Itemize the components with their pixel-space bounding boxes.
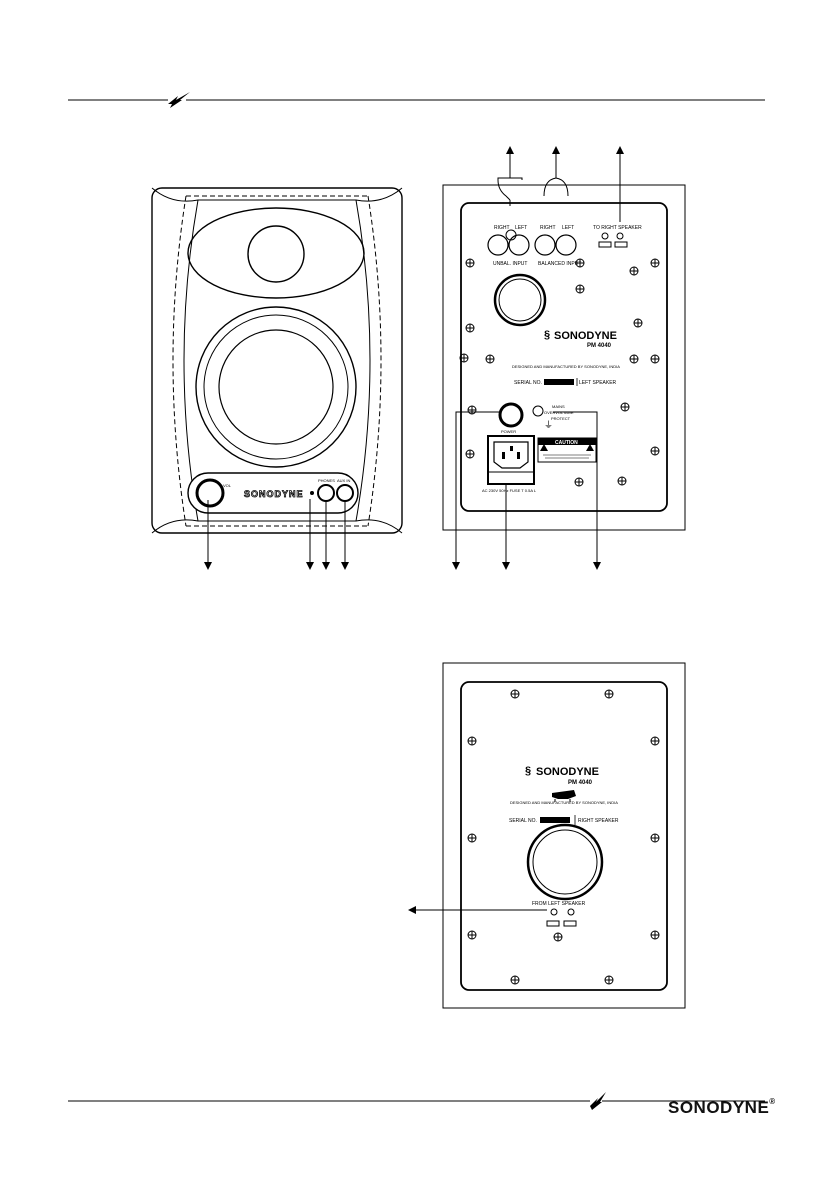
front-callout-arrows: [204, 499, 349, 570]
footer-rule: [68, 1092, 765, 1110]
ac-rating-label: AC 230V 50Hz FUSE T 0.5A L: [482, 488, 537, 493]
left-speaker-side-label: LEFT SPEAKER: [579, 380, 617, 386]
right-serial-box: [540, 817, 570, 823]
unbal-input-label: UNBAL. INPUT: [493, 261, 527, 267]
bal-right-label: RIGHT: [540, 225, 556, 231]
bass-port: [493, 273, 547, 327]
left-serial-box: [544, 379, 574, 385]
right-designed-by: DESIGNED AND MANUFACTURED BY SONODYNE, I…: [510, 800, 618, 805]
vol-label: VOL: [223, 483, 232, 488]
front-brand-plate: SONODYNE: [244, 489, 304, 499]
header-rule: [68, 92, 765, 108]
right-bass-port: [526, 823, 604, 901]
to-right-speaker-label: TO RIGHT SPEAKER: [593, 225, 642, 231]
woofer: [195, 306, 357, 468]
footer-logo: SONODYNE®: [668, 1097, 776, 1118]
balanced-input-label: BALANCED INPUT: [538, 261, 581, 267]
protect-label: PROTECT: [551, 416, 571, 421]
rear-callout-arrows: [452, 146, 624, 570]
mains-label: MAINS: [552, 404, 565, 409]
volume-knob[interactable]: [195, 478, 225, 508]
front-control-panel: VOL SONODYNE PHONES AUX IN: [187, 472, 359, 514]
from-left-speaker-label: FROM LEFT SPEAKER: [532, 901, 586, 907]
aux-in-label: AUX IN: [337, 478, 350, 483]
left-designed-by: DESIGNED AND MANUFACTURED BY SONODYNE, I…: [512, 364, 620, 369]
right-speaker-rear-view: § SONODYNE PM 4040 DESIGNED AND MANUFACT…: [408, 662, 686, 1009]
caution-title: CAUTION: [555, 440, 578, 446]
caution-label: CAUTION: [537, 437, 597, 463]
unbal-left-label: LEFT: [515, 225, 527, 231]
ground-symbol: ⏚: [544, 420, 553, 430]
registered-mark: ®: [769, 1097, 776, 1106]
right-serial-label: SERIAL NO.: [509, 818, 537, 824]
certification-emblem: [552, 790, 576, 802]
tweeter-housing: [187, 207, 365, 299]
front-speaker-view: VOL SONODYNE PHONES AUX IN: [151, 187, 403, 570]
svg-text:§: §: [525, 765, 531, 777]
right-speaker-side-label: RIGHT SPEAKER: [578, 818, 619, 824]
ac-power-inlet[interactable]: [487, 435, 535, 485]
phones-jack[interactable]: [317, 484, 335, 502]
from-left-speaker-terminals[interactable]: [546, 908, 577, 927]
left-rear-logo: § SONODYNE PM 4040: [544, 329, 617, 349]
svg-text:§: §: [544, 329, 550, 341]
power-label: POWER: [501, 429, 516, 434]
to-right-speaker-terminals[interactable]: [598, 232, 628, 248]
right-rear-model: PM 4040: [568, 780, 593, 786]
rear-power-switch[interactable]: [498, 402, 524, 428]
unbal-right-label: RIGHT: [494, 225, 510, 231]
right-rear-brand: SONODYNE: [536, 766, 599, 778]
footer-brand-text: SONODYNE: [668, 1098, 770, 1117]
phones-label: PHONES: [318, 478, 335, 483]
left-rear-brand: SONODYNE: [554, 330, 617, 342]
left-speaker-rear-view: RIGHT LEFT RIGHT LEFT UNBAL. INPUT BALAN…: [442, 146, 686, 570]
right-rear-logo: § SONODYNE PM 4040: [525, 765, 599, 786]
bal-left-label: LEFT: [562, 225, 574, 231]
aux-in-jack[interactable]: [336, 484, 354, 502]
unbalanced-input-jacks[interactable]: [487, 229, 530, 256]
power-led: [310, 491, 314, 495]
left-rear-model: PM 4040: [587, 343, 612, 349]
left-serial-label: SERIAL NO.: [514, 380, 542, 386]
overvoltage-indicator: [532, 405, 544, 417]
